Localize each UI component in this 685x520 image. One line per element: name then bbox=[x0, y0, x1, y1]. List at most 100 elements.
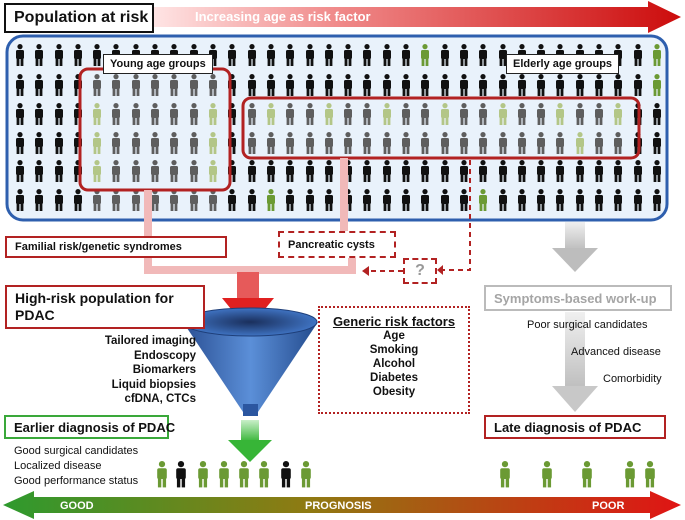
person-icon bbox=[74, 189, 82, 211]
method-item: Endoscopy bbox=[134, 349, 196, 362]
person-icon bbox=[132, 103, 140, 125]
person-icon bbox=[35, 132, 43, 154]
familial-connector bbox=[144, 190, 152, 236]
high-risk-title: High-risk population for PDAC bbox=[5, 285, 205, 329]
person-icon bbox=[16, 103, 24, 125]
person-icon bbox=[576, 132, 584, 154]
person-icon bbox=[479, 103, 487, 125]
merge-connectors bbox=[144, 258, 356, 274]
familial-risk-box: Familial risk/genetic syndromes bbox=[5, 236, 227, 258]
person-icon bbox=[595, 160, 603, 182]
generic-risk-item: Obesity bbox=[372, 386, 416, 398]
person-icon bbox=[441, 44, 449, 66]
elderly-group-highlight bbox=[241, 96, 641, 160]
person-icon bbox=[281, 461, 291, 488]
person-icon bbox=[267, 160, 275, 182]
age-risk-arrow bbox=[150, 1, 681, 33]
person-icon bbox=[518, 74, 526, 96]
person-icon bbox=[209, 103, 217, 125]
person-icon bbox=[441, 103, 449, 125]
person-icon bbox=[518, 160, 526, 182]
person-icon bbox=[499, 132, 507, 154]
person-icon bbox=[542, 461, 552, 488]
person-icon bbox=[248, 132, 256, 154]
person-icon bbox=[93, 103, 101, 125]
earlier-diagnosis-box: Earlier diagnosis of PDAC bbox=[4, 415, 175, 439]
person-icon bbox=[248, 189, 256, 211]
person-icon bbox=[325, 103, 333, 125]
person-icon bbox=[55, 44, 63, 66]
person-icon bbox=[35, 160, 43, 182]
elderly-group-label: Elderly age groups bbox=[506, 54, 620, 74]
person-icon bbox=[595, 74, 603, 96]
person-icon bbox=[306, 74, 314, 96]
person-icon bbox=[421, 132, 429, 154]
person-icon bbox=[441, 189, 449, 211]
person-icon bbox=[112, 160, 120, 182]
person-icon bbox=[190, 160, 198, 182]
late-diagnosis-box: Late diagnosis of PDAC bbox=[484, 415, 666, 439]
method-item: cfDNA, CTCs bbox=[124, 393, 196, 405]
earlier-item: Localized disease bbox=[14, 460, 102, 472]
person-icon bbox=[499, 74, 507, 96]
unknown-arrowhead bbox=[437, 265, 443, 275]
person-icon bbox=[500, 461, 510, 488]
person-icon bbox=[595, 103, 603, 125]
person-icon bbox=[653, 132, 661, 154]
person-icon bbox=[556, 189, 564, 211]
poor-prognosis-people bbox=[500, 461, 655, 488]
person-icon bbox=[325, 160, 333, 182]
person-icon bbox=[286, 160, 294, 182]
person-icon bbox=[190, 74, 198, 96]
person-icon bbox=[306, 132, 314, 154]
person-icon bbox=[537, 103, 545, 125]
person-icon bbox=[55, 189, 63, 211]
person-icon bbox=[228, 44, 236, 66]
person-icon bbox=[556, 160, 564, 182]
person-icon bbox=[634, 189, 642, 211]
person-icon bbox=[479, 132, 487, 154]
earlier-item: Good performance status bbox=[14, 475, 139, 487]
person-icon bbox=[653, 74, 661, 96]
person-icon bbox=[219, 461, 229, 488]
person-icon bbox=[582, 461, 592, 488]
person-icon bbox=[55, 103, 63, 125]
person-icon bbox=[190, 132, 198, 154]
person-icon bbox=[286, 44, 294, 66]
person-icon bbox=[267, 103, 275, 125]
person-icon bbox=[537, 189, 545, 211]
good-prognosis-people bbox=[157, 461, 311, 488]
person-icon bbox=[267, 132, 275, 154]
person-icon bbox=[151, 132, 159, 154]
person-icon bbox=[441, 74, 449, 96]
person-icon bbox=[93, 189, 101, 211]
person-icon bbox=[383, 189, 391, 211]
person-icon bbox=[537, 74, 545, 96]
person-icon bbox=[93, 74, 101, 96]
person-icon bbox=[499, 103, 507, 125]
person-icon bbox=[344, 74, 352, 96]
symptom-item: Poor surgical candidates bbox=[527, 319, 648, 331]
person-icon bbox=[151, 160, 159, 182]
person-icon bbox=[421, 44, 429, 66]
person-icon bbox=[460, 103, 468, 125]
person-icon bbox=[209, 160, 217, 182]
person-icon bbox=[479, 44, 487, 66]
generic-risk-box: Generic risk factors Age Smoking Alcohol… bbox=[318, 306, 470, 414]
person-icon bbox=[460, 74, 468, 96]
person-icon bbox=[441, 160, 449, 182]
person-icon bbox=[402, 189, 410, 211]
person-icon bbox=[653, 44, 661, 66]
person-icon bbox=[421, 160, 429, 182]
person-icon bbox=[383, 132, 391, 154]
person-icon bbox=[614, 132, 622, 154]
person-icon bbox=[479, 189, 487, 211]
person-icon bbox=[595, 189, 603, 211]
people-grid bbox=[16, 44, 661, 211]
person-icon bbox=[286, 74, 294, 96]
unknown-risk-box: ? bbox=[403, 258, 437, 284]
person-icon bbox=[55, 160, 63, 182]
young-group-label: Young age groups bbox=[103, 54, 213, 74]
person-icon bbox=[16, 44, 24, 66]
method-item: Biomarkers bbox=[132, 364, 196, 376]
